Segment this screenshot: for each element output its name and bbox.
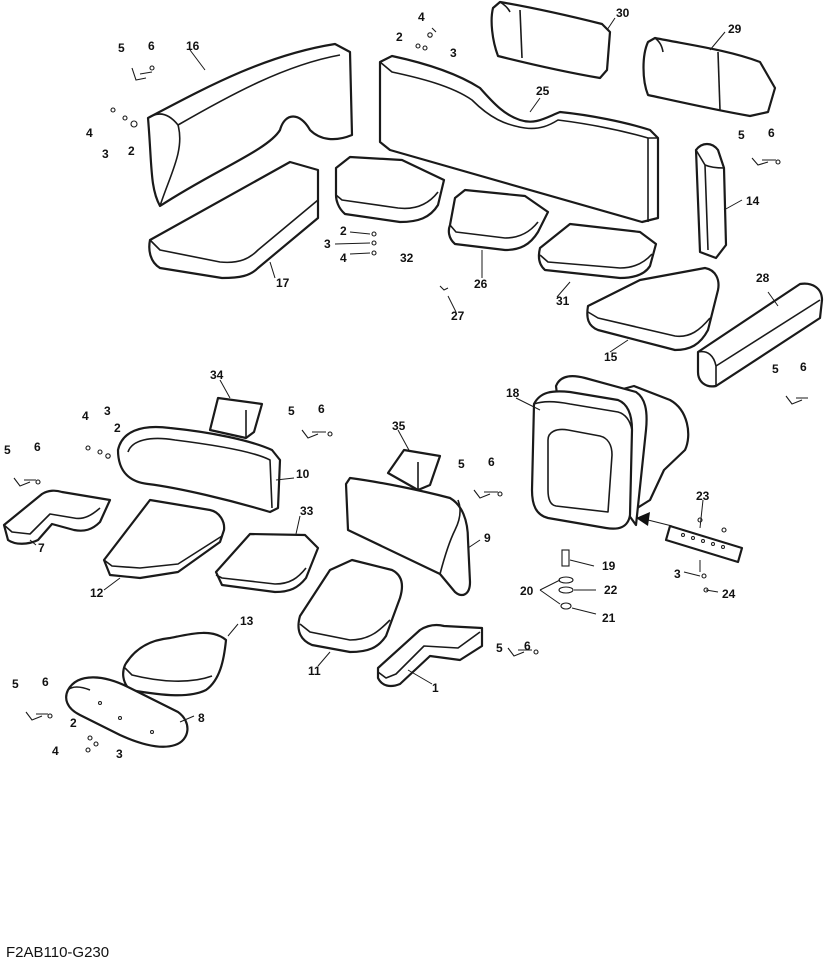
callout-3: 3 [450,46,457,60]
callout-5: 5 [288,404,295,418]
callout-5: 5 [772,362,779,376]
callout-9: 9 [484,531,491,545]
callout-13: 13 [240,614,254,628]
part-11-seat-cushion [297,558,403,654]
leader-lines [29,17,779,723]
callout-10: 10 [296,467,310,481]
mount-arrow [636,512,673,527]
part-15-seat-cushion [586,266,720,352]
callout-3: 3 [324,237,331,251]
callout-2: 2 [128,144,135,158]
callout-6: 6 [800,360,807,374]
part-28-bolster [696,282,824,388]
callout-8: 8 [198,711,205,725]
callout-24: 24 [722,587,736,601]
callout-3: 3 [674,567,681,581]
callout-32: 32 [400,251,414,265]
callout-6: 6 [318,402,325,416]
callout-30: 30 [616,6,630,20]
callout-11: 11 [308,664,321,678]
callout-27: 27 [451,309,465,323]
part-7-l-cushion [2,489,112,545]
part-26-seat-cushion [447,188,550,252]
part-9-backrest [344,476,472,596]
part-13-seat-cushion [122,631,228,697]
callout-2: 2 [340,224,347,238]
part-8-oval-pad [65,676,189,748]
callout-18: 18 [506,386,520,400]
callout-26: 26 [474,277,488,291]
callout-4: 4 [52,744,59,758]
part-18-swivel-seat [530,375,690,530]
callout-6: 6 [524,639,531,653]
part-16-curved-backrest [146,42,354,208]
part-14-side-cushion [694,142,728,260]
callout-6: 6 [42,675,49,689]
callout-7: 7 [38,541,45,555]
callout-20: 20 [520,584,534,598]
callout-labels: 16 5 6 4 2 3 30 29 25 4 3 2 5 6 14 2 3 4… [4,6,807,761]
part-30-back-pad [490,0,612,80]
callout-23: 23 [696,489,710,503]
callout-22: 22 [604,583,618,597]
part-23-mounting-plate [664,524,744,564]
callout-4: 4 [86,126,93,140]
callout-4: 4 [82,409,89,423]
callout-12: 12 [90,586,104,600]
part-21-washer [560,602,572,610]
callout-28: 28 [756,271,770,285]
callout-5: 5 [458,457,465,471]
callout-5: 5 [12,677,19,691]
callout-5: 5 [496,641,503,655]
callout-5: 5 [738,128,745,142]
callout-6: 6 [34,440,41,454]
callout-33: 33 [300,504,314,518]
callout-4: 4 [340,251,347,265]
part-22-washer [558,576,574,594]
part-34-pad [208,396,264,440]
callout-2: 2 [114,421,121,435]
callout-17: 17 [276,276,290,290]
callout-3: 3 [104,404,111,418]
callout-34: 34 [210,368,224,382]
part-32-seat-cushion [334,155,446,224]
callout-6: 6 [488,455,495,469]
callout-16: 16 [186,39,200,53]
callout-3: 3 [102,147,109,161]
callout-21: 21 [602,611,616,625]
callout-19: 19 [602,559,616,573]
callout-5: 5 [118,41,125,55]
callout-6: 6 [148,39,155,53]
part-10-curved-back [116,425,282,514]
part-25-long-backrest [378,54,660,224]
callout-35: 35 [392,419,406,433]
part-12-seat-cushion [102,498,226,580]
part-1-l-cushion [376,623,484,688]
callout-31: 31 [556,294,570,308]
part-31-seat-cushion [537,222,658,280]
part-29-back-pad [642,36,777,118]
callout-14: 14 [746,194,760,208]
callout-29: 29 [728,22,742,36]
callout-1: 1 [432,681,439,695]
callout-25: 25 [536,84,550,98]
callout-5: 5 [4,443,11,457]
drawing-code: F2AB110-G230 [6,944,109,961]
callout-2: 2 [396,30,403,44]
fastener-set [13,27,808,753]
callout-6: 6 [768,126,775,140]
callout-4: 4 [418,10,425,24]
part-19-pin [561,549,570,567]
callout-2: 2 [70,716,77,730]
callout-15: 15 [604,350,618,364]
part-33-seat-cushion [214,532,320,594]
part-35-pad [386,448,442,492]
part-17-seat-cushion [148,160,320,280]
callout-3: 3 [116,747,123,761]
